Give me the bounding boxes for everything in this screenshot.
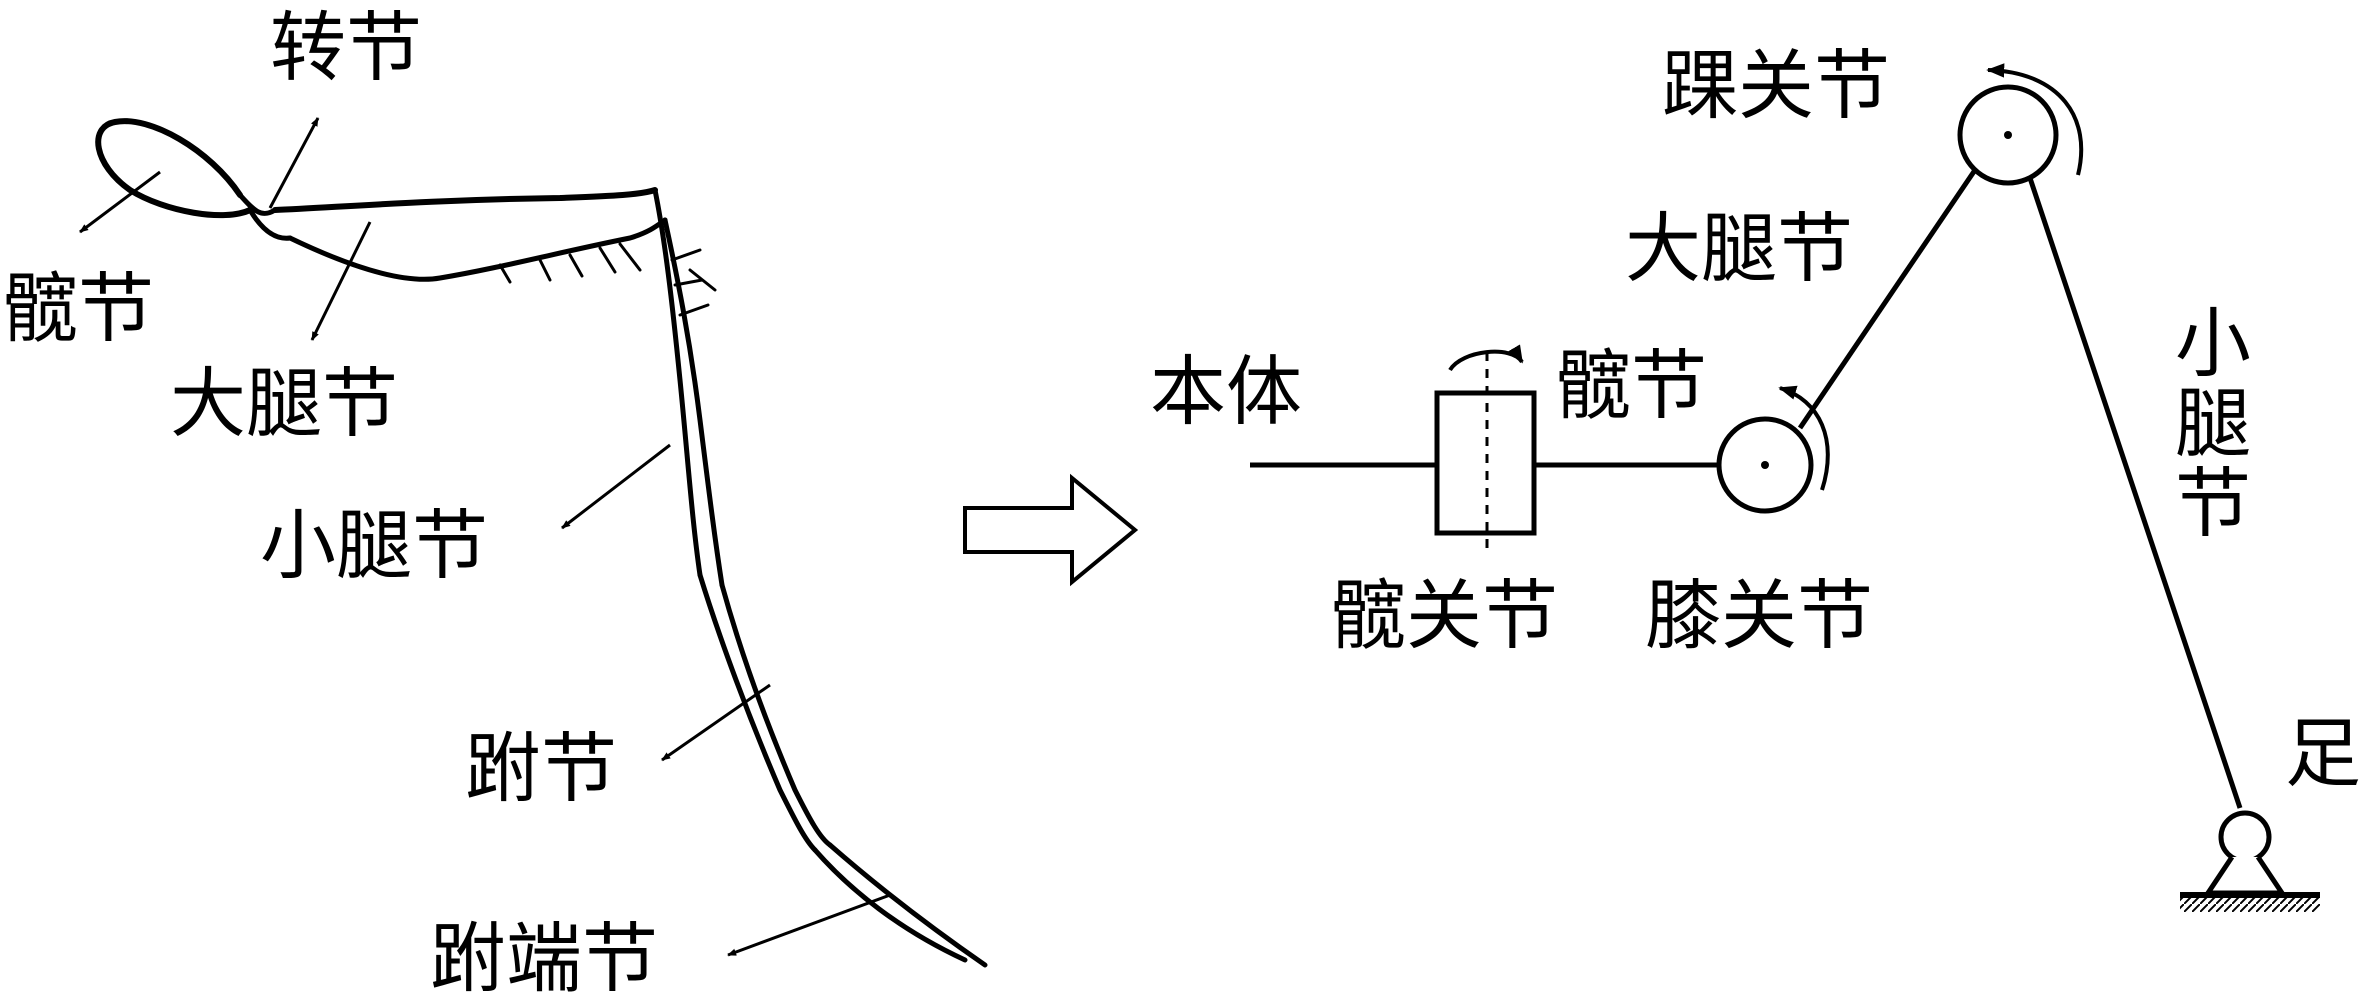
mechanism-schematic (1250, 63, 2320, 912)
label-hip-joint: 髋关节 (1330, 571, 1558, 660)
label-coxa: 髋节 (2, 264, 154, 353)
trochanter-outline (237, 192, 293, 241)
hip-rotation-arrow (1448, 344, 1524, 372)
left-pointer-arrows (79, 117, 891, 957)
femur-outline (272, 187, 658, 213)
label-ankle-joint: 踝关节 (1662, 41, 1890, 130)
foot-support (2203, 855, 2287, 896)
label-thigh: 大腿节 (1625, 204, 1853, 293)
tibia-outline (652, 187, 703, 578)
tarsus-outline (697, 572, 818, 853)
shank-link (2027, 177, 2243, 809)
insect-leg-sketch (95, 118, 988, 968)
label-tibia: 小腿节 (260, 501, 488, 590)
foot-joint (2218, 810, 2272, 864)
coxa-outline (95, 118, 253, 219)
label-tarsus: 跗节 (465, 724, 617, 813)
label-mech-coxa: 髋节 (1555, 341, 1707, 430)
label-body: 本体 (1150, 347, 1302, 436)
femur-outline-lower (287, 217, 668, 282)
conversion-arrow (963, 473, 1139, 587)
label-trochanter: 转节 (270, 3, 422, 92)
label-shank-char-1: 小 (2175, 299, 2251, 388)
knee-rotation-arrow (1778, 385, 1830, 491)
tarsal-tip-outline (812, 842, 988, 968)
tarsus-outline-inner (719, 582, 833, 848)
ankle-rotation-arrow (1986, 63, 2084, 176)
tibia-outline-inner (662, 217, 725, 588)
label-shank-char-2: 腿 (2175, 379, 2251, 468)
label-foot: 足 (2285, 709, 2361, 798)
label-femur: 大腿节 (170, 359, 398, 448)
label-shank-char-3: 节 (2175, 459, 2251, 548)
thigh-link (1797, 168, 1978, 430)
ground-hatch (2180, 898, 2320, 912)
label-knee-joint: 膝关节 (1645, 571, 1873, 660)
label-tarsal-tip: 跗端节 (430, 914, 658, 1003)
